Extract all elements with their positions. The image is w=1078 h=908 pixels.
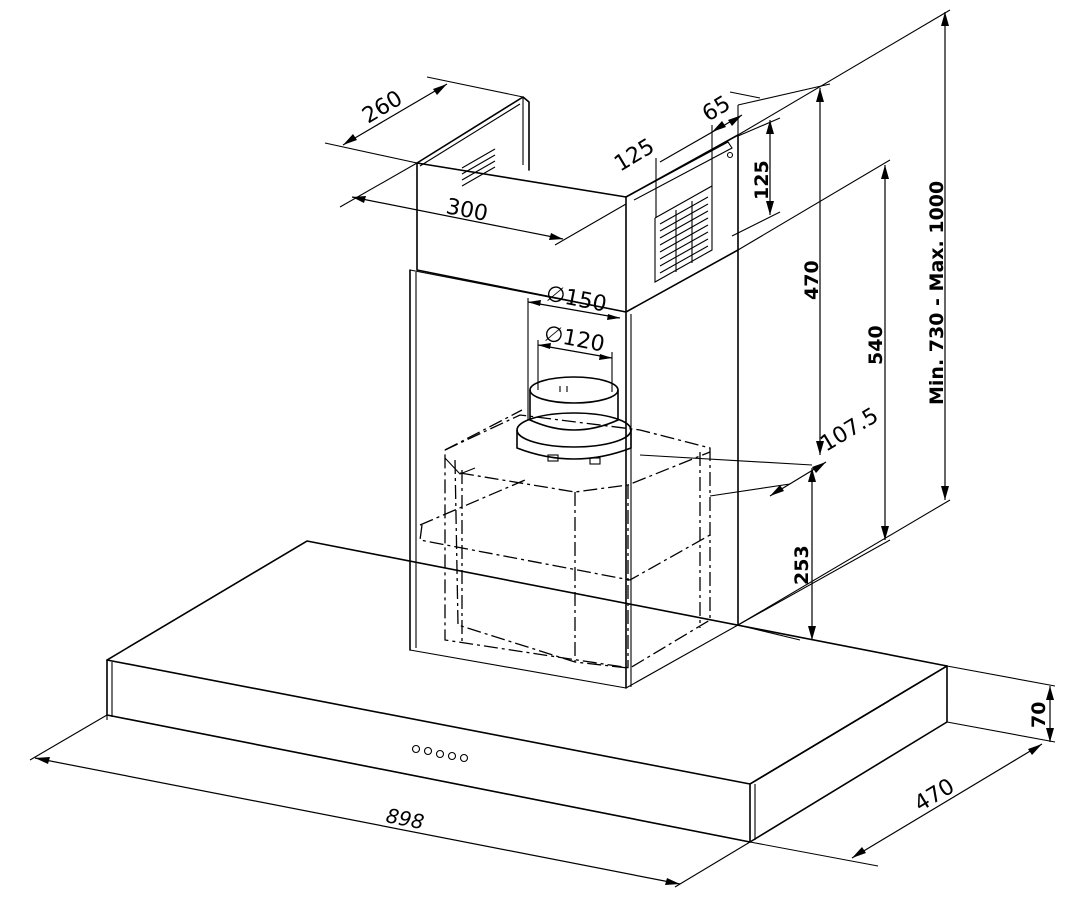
control-button-icon	[459, 753, 469, 763]
dim-470-vertical	[737, 83, 831, 455]
dim-125-vertical	[731, 117, 781, 237]
control-button-icon	[435, 749, 445, 759]
label-125-top: 125	[610, 134, 659, 177]
label-125-vertical: 125	[751, 160, 773, 200]
label-300: 300	[444, 194, 490, 227]
label-898: 898	[384, 803, 426, 834]
control-button-icon	[447, 751, 457, 761]
label-470-depth: 470	[910, 774, 959, 817]
control-button-icon	[411, 744, 421, 754]
dim-898	[29, 714, 751, 888]
label-total-height: Min. 730 - Max. 1000	[926, 181, 948, 405]
dim-total-height	[737, 9, 951, 626]
rear-vent-grille	[461, 148, 496, 187]
label-dia-150: ∅150	[544, 281, 609, 317]
label-470-vertical: 470	[801, 260, 823, 300]
duct-collar	[516, 376, 632, 465]
control-button-icon	[423, 746, 433, 756]
hood-canopy	[106, 540, 1056, 843]
side-vent-grille	[654, 185, 713, 283]
dim-125-65	[655, 91, 761, 218]
dim-253	[808, 468, 816, 640]
label-540-vertical: 540	[865, 325, 887, 365]
dim-dia-150	[527, 298, 621, 420]
label-1075: 107.5	[816, 403, 883, 457]
label-70: 70	[1028, 702, 1050, 728]
chimney	[409, 96, 801, 689]
motor-housing-hidden	[419, 409, 711, 669]
dim-260	[324, 76, 524, 164]
label-dia-120: ∅120	[542, 321, 607, 357]
dim-1075	[639, 454, 827, 497]
dim-70	[1046, 686, 1054, 742]
control-buttons	[411, 744, 469, 763]
label-260: 260	[358, 86, 407, 129]
dim-dia-120	[537, 340, 613, 392]
dim-300	[339, 162, 627, 246]
dim-540-vertical	[737, 159, 891, 626]
label-253: 253	[791, 545, 813, 585]
dim-470-depth	[749, 743, 1043, 867]
